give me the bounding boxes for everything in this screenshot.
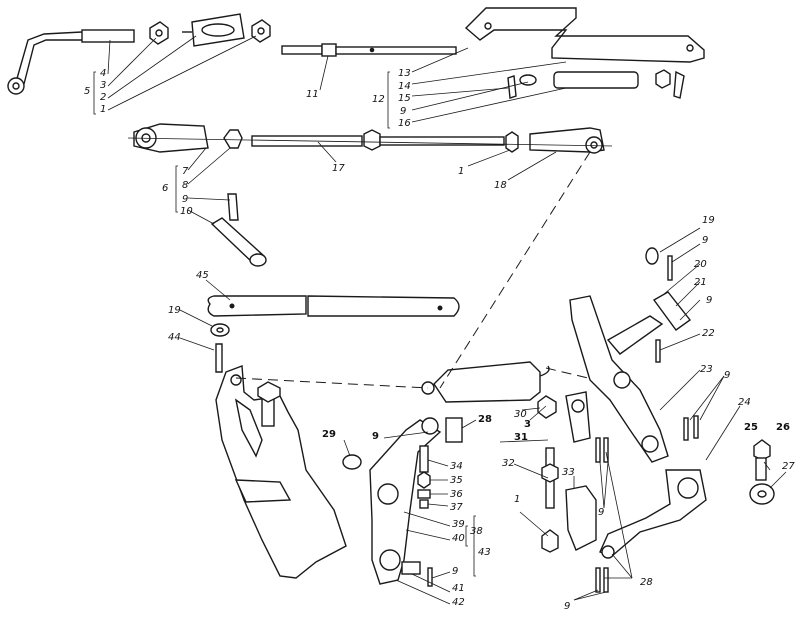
label-7: 7 (182, 166, 189, 177)
label-37: 37 (450, 502, 463, 513)
upper-lever-assembly (569, 291, 692, 463)
label-19-left: 19 (168, 305, 181, 316)
label-1-lower: 1 (514, 494, 521, 505)
label-28-lower: 28 (640, 577, 653, 588)
washer-27 (749, 483, 775, 505)
bent-rod-part (7, 29, 135, 95)
label-17: 17 (332, 163, 345, 174)
fork-part (565, 391, 591, 443)
return-spring-30 (421, 361, 550, 403)
label-5: 5 (84, 86, 91, 97)
label-2: 2 (100, 92, 107, 103)
label-45: 45 (196, 270, 209, 281)
nut-part (149, 21, 169, 45)
label-38: 38 (470, 526, 483, 537)
label-18: 18 (494, 180, 507, 191)
label-34: 34 (450, 461, 463, 472)
nut-3-center (537, 395, 557, 419)
small-parts-34-37 (417, 445, 431, 509)
nut-part-right (251, 19, 271, 43)
label-6: 6 (162, 183, 169, 194)
label-29: 29 (322, 429, 336, 440)
label-31: 31 (514, 432, 528, 443)
washer-19 (210, 323, 230, 337)
label-1: 1 (100, 104, 107, 115)
label-9-center: 9 (598, 507, 605, 518)
cotter-pins-right (427, 255, 699, 593)
bracket-33 (565, 485, 597, 551)
label-1-mid: 1 (458, 166, 465, 177)
stud-32 (541, 447, 559, 509)
washer-19-right (645, 247, 659, 265)
label-15: 15 (398, 93, 411, 104)
label-4: 4 (100, 68, 107, 79)
label-21: 21 (694, 277, 707, 288)
label-19-right: 19 (702, 215, 715, 226)
clevis-rod-6 (127, 123, 613, 154)
bolt-28-upper (445, 417, 463, 443)
label-8: 8 (182, 180, 189, 191)
link-bar-45 (207, 295, 460, 317)
label-44: 44 (168, 332, 181, 343)
label-43: 43 (478, 547, 491, 558)
label-41: 41 (452, 583, 465, 594)
label-3-center: 3 (524, 419, 531, 430)
cotter-pin-44 (215, 343, 223, 373)
label-9-r3: 9 (724, 370, 731, 381)
label-27: 27 (782, 461, 795, 472)
label-22: 22 (702, 328, 715, 339)
label-33: 33 (562, 467, 575, 478)
label-9-r2: 9 (706, 295, 713, 306)
label-11: 11 (306, 89, 319, 100)
turnbuckle-part (182, 13, 245, 47)
label-12: 12 (372, 94, 385, 105)
label-3: 3 (100, 80, 107, 91)
label-40: 40 (452, 533, 465, 544)
label-10: 10 (180, 206, 193, 217)
lower-lever-assembly (599, 469, 707, 559)
clevis-pin-10 (210, 217, 267, 267)
label-26: 26 (776, 422, 790, 433)
label-9-mid: 9 (182, 194, 189, 205)
pedal-bracket-casting (215, 365, 347, 579)
label-9-lower: 9 (452, 566, 459, 577)
label-30: 30 (514, 409, 527, 420)
label-36: 36 (450, 489, 463, 500)
label-25: 25 (744, 422, 758, 433)
label-28-upper: 28 (478, 414, 492, 425)
washer-29 (342, 454, 362, 470)
label-9-lever: 9 (372, 431, 379, 442)
label-20: 20 (694, 259, 707, 270)
label-14: 14 (398, 81, 411, 92)
bracket-part (464, 7, 705, 63)
label-9-r1: 9 (702, 235, 709, 246)
bolt-25-26 (753, 439, 771, 481)
cotter-pin-part (227, 193, 239, 221)
lever-assembly-43 (369, 417, 442, 585)
label-16: 16 (398, 118, 411, 129)
label-42: 42 (452, 597, 465, 608)
spring-assembly-12 (507, 69, 685, 99)
label-32: 32 (502, 458, 515, 469)
label-35: 35 (450, 475, 463, 486)
label-24: 24 (738, 397, 751, 408)
label-39: 39 (452, 519, 465, 530)
label-9-top: 9 (400, 106, 407, 117)
label-13: 13 (398, 68, 411, 79)
nut-1-lower (541, 529, 559, 553)
thread-4 (81, 29, 135, 43)
label-23: 23 (700, 364, 713, 375)
threaded-rod-11 (281, 43, 457, 57)
label-9-bottom: 9 (564, 601, 571, 612)
